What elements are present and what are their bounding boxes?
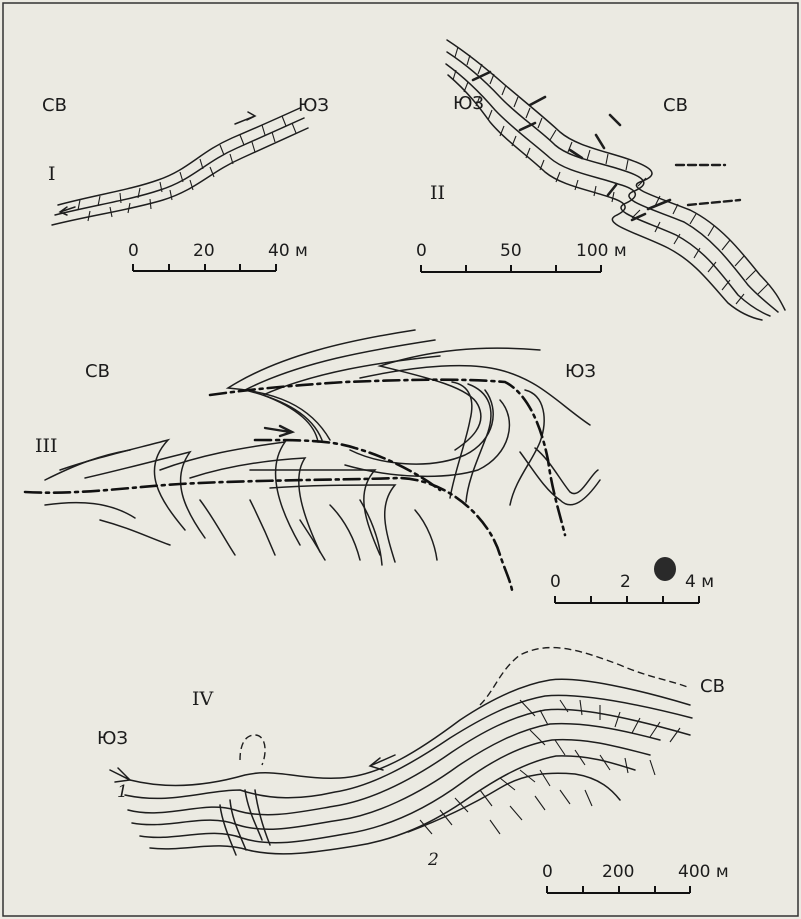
panel-2-scale-tick-1: 50 [500, 241, 522, 261]
panel-3-fold-layers [25, 330, 600, 590]
panel-3-numeral: III [35, 435, 58, 457]
panel-4-scale-tick-2: 400 м [678, 862, 729, 882]
panel-3-left-direction: СВ [85, 361, 110, 382]
panel-3-scale-tick-0: 0 [550, 572, 561, 592]
panel-1-right-direction: ЮЗ [298, 95, 329, 116]
panel-3: СВ ЮЗ III [25, 330, 714, 603]
panel-2-numeral: II [430, 182, 445, 204]
panel-4-left-direction: ЮЗ [97, 728, 128, 749]
panel-1-limestone-band [52, 108, 308, 225]
figure-frame [3, 3, 798, 916]
panel-4-syncline-folds [110, 648, 692, 855]
panel-3-right-direction: ЮЗ [565, 361, 596, 382]
panel-3-scale-bar: 0 2 4 м [550, 557, 714, 603]
panel-1-scale-tick-0: 0 [128, 241, 139, 261]
panel-3-scale-tick-1: 2 [620, 572, 631, 592]
panel-2-right-direction: СВ [663, 95, 688, 116]
panel-4-right-direction: СВ [700, 676, 725, 697]
panel-2-folded-beds [446, 40, 785, 320]
panel-4-scale-bar: 0 200 400 м [542, 862, 729, 893]
panel-1: СВ ЮЗ I 0 20 40 м [42, 95, 329, 271]
panel-4-numeral: IV [192, 688, 214, 710]
ink-blot [654, 557, 676, 581]
panel-4-annotation-1: 1 [117, 782, 128, 802]
panel-2-scale-bar: 0 50 100 м [416, 241, 627, 272]
panel-4-scale-tick-1: 200 [602, 862, 634, 882]
panel-3-scale-tick-2: 4 м [685, 572, 714, 592]
panel-1-scale-tick-1: 20 [193, 241, 215, 261]
panel-2: ЮЗ СВ II 0 50 100 м [416, 40, 785, 320]
panel-1-scale-bar: 0 20 40 м [128, 241, 308, 271]
panel-4-annotation-2: 2 [427, 850, 439, 870]
panel-2-scale-tick-2: 100 м [576, 241, 627, 261]
panel-1-scale-tick-2: 40 м [268, 241, 308, 261]
panel-1-left-direction: СВ [42, 95, 67, 116]
panel-1-numeral: I [48, 163, 56, 185]
panel-2-scale-tick-0: 0 [416, 241, 427, 261]
panel-4: ЮЗ СВ IV 1 2 0 200 [97, 648, 729, 893]
panel-4-scale-tick-0: 0 [542, 862, 553, 882]
